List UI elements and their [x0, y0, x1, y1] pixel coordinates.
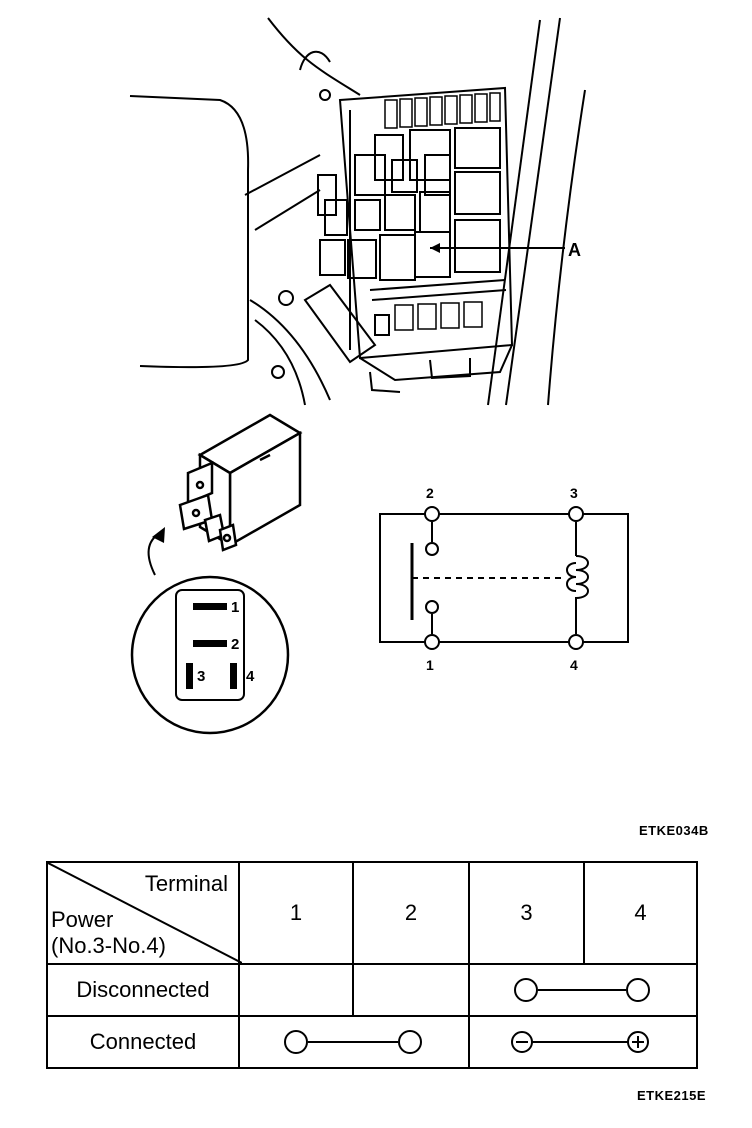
- terminal-label-bottom-left: 1: [426, 657, 434, 673]
- terminal-label-top-right: 3: [570, 485, 578, 501]
- row-label-connected: Connected: [46, 1015, 240, 1069]
- pin-label-2: 2: [231, 636, 239, 653]
- continuity-3-4-disconnected: [514, 978, 650, 1002]
- header-terminal-label: Terminal: [144, 871, 228, 896]
- row-label-disconnected: Disconnected: [46, 963, 240, 1017]
- pin-label-1: 1: [231, 599, 239, 616]
- continuity-1-2-connected: [284, 1030, 422, 1054]
- relay-component-drawing: 1 2 3 4: [130, 413, 303, 735]
- table-row-disconnected: Disconnected: [46, 963, 698, 1017]
- header-power-label: Power: [51, 907, 114, 932]
- continuity-table: Terminal Power (No.3-No.4) 1 2 3 4 Disco…: [46, 861, 698, 1069]
- table-header-row: Terminal Power (No.3-No.4) 1 2 3 4: [46, 861, 698, 965]
- cell-disconnected-3-4: [468, 963, 698, 1017]
- column-header-1: 1: [238, 861, 354, 965]
- relay-box-illustration: A: [129, 17, 586, 406]
- cell-connected-3-4: [468, 1015, 698, 1069]
- column-header-4: 4: [583, 861, 698, 965]
- column-header-3: 3: [468, 861, 585, 965]
- cell-disconnected-1: [238, 963, 354, 1017]
- figure-code-bottom: ETKE215E: [637, 1088, 707, 1103]
- relay-schematic: 2 3 1 4: [379, 485, 629, 673]
- callout-a-label: A: [568, 240, 581, 260]
- header-diagonal-line: [48, 863, 242, 963]
- figure-code-top: ETKE034B: [639, 823, 709, 838]
- pin-label-3: 3: [197, 668, 205, 685]
- terminal-label-bottom-right: 4: [570, 657, 578, 673]
- column-header-2: 2: [352, 861, 470, 965]
- continuity-3-4-connected: [511, 1031, 649, 1053]
- diagonal-header-cell: Terminal Power (No.3-No.4): [46, 861, 242, 965]
- header-power-sub-label: (No.3-No.4): [51, 933, 166, 958]
- pin-label-4: 4: [246, 668, 255, 685]
- table-row-connected: Connected: [46, 1015, 698, 1069]
- cell-connected-1-2: [238, 1015, 470, 1069]
- cell-disconnected-2: [352, 963, 470, 1017]
- terminal-label-top-left: 2: [426, 485, 434, 501]
